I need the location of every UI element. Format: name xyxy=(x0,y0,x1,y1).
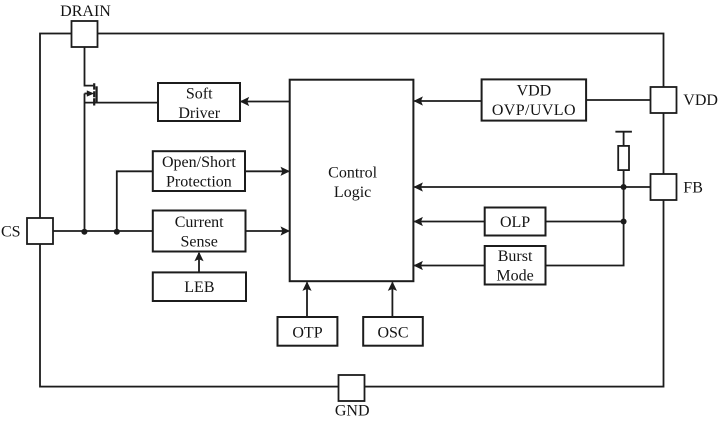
svg-text:Burst: Burst xyxy=(498,248,533,265)
svg-text:Soft: Soft xyxy=(186,86,213,103)
svg-text:Logic: Logic xyxy=(334,184,371,201)
svg-text:DRAIN: DRAIN xyxy=(60,3,111,20)
svg-text:VDD: VDD xyxy=(517,83,552,100)
svg-text:VDD: VDD xyxy=(683,92,718,109)
svg-text:Sense: Sense xyxy=(181,233,218,250)
svg-text:Open/Short: Open/Short xyxy=(162,154,236,171)
svg-text:FB: FB xyxy=(683,180,703,197)
svg-text:Current: Current xyxy=(175,214,224,231)
svg-text:OVP/UVLO: OVP/UVLO xyxy=(492,102,576,119)
svg-text:OLP: OLP xyxy=(500,214,530,231)
svg-text:Mode: Mode xyxy=(496,268,533,285)
svg-text:Protection: Protection xyxy=(166,174,232,191)
svg-text:LEB: LEB xyxy=(184,279,214,296)
svg-text:CS: CS xyxy=(1,224,21,241)
svg-text:Driver: Driver xyxy=(178,105,220,122)
svg-text:OSC: OSC xyxy=(377,325,408,342)
svg-text:Control: Control xyxy=(328,164,377,181)
svg-text:GND: GND xyxy=(335,402,370,419)
svg-text:OTP: OTP xyxy=(292,325,322,342)
